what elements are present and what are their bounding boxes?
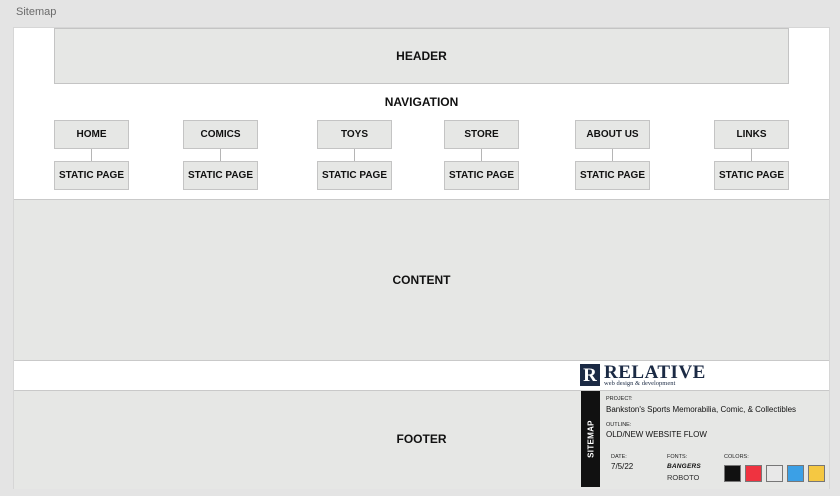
- color-swatch-black: [724, 465, 741, 482]
- nav-comics-label: COMICS: [200, 129, 241, 140]
- font-roboto-sample: ROBOTO: [667, 473, 700, 482]
- comics-static-page-box: STATIC PAGE: [183, 161, 258, 190]
- nav-toys-label: TOYS: [340, 129, 369, 140]
- relative-logo: R RELATIVE web design & development: [580, 362, 720, 388]
- nav-comics-box: COMICS: [183, 120, 258, 149]
- store-static-page-label: STATIC PAGE: [449, 170, 514, 181]
- color-swatch-yellow: [808, 465, 825, 482]
- links-static-page-box: STATIC PAGE: [714, 161, 789, 190]
- about-us-static-page-label: STATIC PAGE: [580, 170, 645, 181]
- nav-home-box: HOME: [54, 120, 129, 149]
- project-label: PROJECT:: [606, 396, 633, 402]
- toys-static-page-label: STATIC PAGE: [322, 170, 387, 181]
- font-bangers-sample: BANGERS: [667, 463, 701, 470]
- navigation-title: NAVIGATION: [384, 95, 459, 109]
- nav-links-box: LINKS: [714, 120, 789, 149]
- outline-value: OLD/NEW WEBSITE FLOW: [606, 430, 707, 439]
- connector-line: [481, 149, 482, 161]
- links-static-page-label: STATIC PAGE: [719, 170, 784, 181]
- sitemap-artboard: HEADER NAVIGATION HOME STATIC PAGE COMIC…: [14, 28, 829, 489]
- color-swatch-blue: [787, 465, 804, 482]
- fonts-label: FONTS:: [667, 454, 688, 460]
- home-static-page-label: STATIC PAGE: [59, 170, 124, 181]
- nav-store-label: STORE: [464, 129, 499, 140]
- nav-toys-box: TOYS: [317, 120, 392, 149]
- header-label: HEADER: [396, 49, 447, 63]
- footer-label-wrap: FOOTER: [14, 390, 829, 488]
- outline-label: OUTLINE:: [606, 422, 632, 428]
- content-label: CONTENT: [392, 273, 451, 287]
- side-label: SITEMAP: [586, 420, 595, 458]
- nav-about-us-label: ABOUT US: [586, 129, 639, 140]
- toys-static-page-box: STATIC PAGE: [317, 161, 392, 190]
- logo-tagline: web design & development: [604, 380, 676, 387]
- connector-line: [354, 149, 355, 161]
- nav-about-us-box: ABOUT US: [575, 120, 650, 149]
- frame-title: Sitemap: [16, 6, 57, 18]
- date-label: DATE:: [611, 454, 627, 460]
- footer-block: [14, 390, 829, 489]
- project-value: Bankston's Sports Memorabilia, Comic, & …: [606, 405, 797, 414]
- date-value: 7/5/22: [611, 462, 634, 471]
- colors-label: COLORS:: [724, 454, 749, 460]
- connector-line: [751, 149, 752, 161]
- logo-wordmark: RELATIVE: [604, 362, 706, 383]
- store-static-page-box: STATIC PAGE: [444, 161, 519, 190]
- home-static-page-box: STATIC PAGE: [54, 161, 129, 190]
- color-swatch-light-gray: [766, 465, 783, 482]
- content-block: CONTENT: [14, 199, 829, 361]
- connector-line: [91, 149, 92, 161]
- comics-static-page-label: STATIC PAGE: [188, 170, 253, 181]
- nav-home-label: HOME: [76, 129, 107, 140]
- color-swatch-red: [745, 465, 762, 482]
- connector-line: [220, 149, 221, 161]
- about-us-static-page-box: STATIC PAGE: [575, 161, 650, 190]
- logo-mark: R: [580, 364, 600, 386]
- nav-links-label: LINKS: [736, 129, 767, 140]
- connector-line: [612, 149, 613, 161]
- nav-store-box: STORE: [444, 120, 519, 149]
- header-block: HEADER: [54, 28, 789, 84]
- footer-label: FOOTER: [396, 432, 447, 446]
- title-block-side-bar: SITEMAP: [581, 391, 600, 487]
